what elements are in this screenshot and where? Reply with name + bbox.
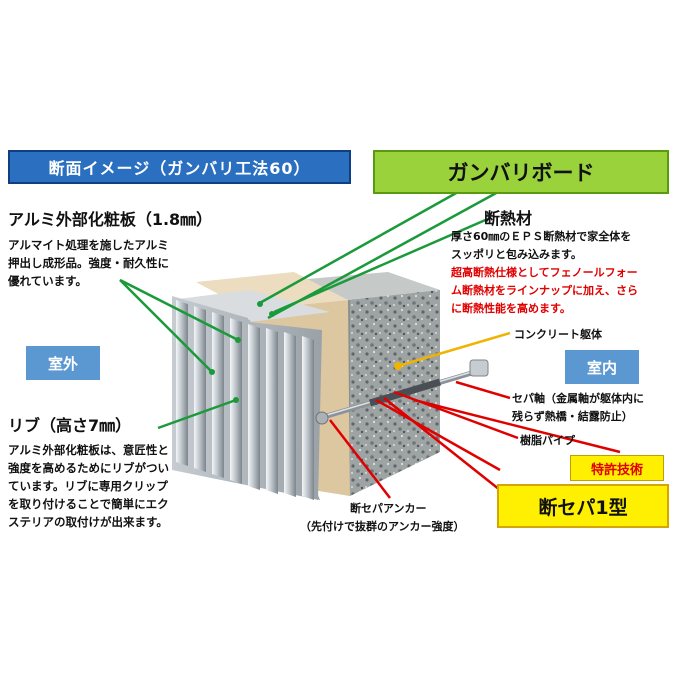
aluminum-description: アルマイト処理を施したアルミ 押出し成形品。強度・耐久性に 優れています。 bbox=[8, 238, 169, 288]
leader-line-orange bbox=[394, 331, 511, 370]
leader-lines-green bbox=[119, 190, 499, 430]
separator-axis-note: セパ軸（金属軸が躯体内に 残らず熱橋・結露防止） bbox=[512, 392, 644, 423]
aluminum-heading: アルミ外部化粧板（1.8㎜） bbox=[8, 210, 213, 229]
concrete-label: コンクリート躯体 bbox=[514, 328, 602, 341]
insulation-heading: 断熱材 bbox=[484, 209, 533, 228]
patent-badge: 特許技術 bbox=[570, 455, 664, 481]
interior-label: 室内 bbox=[565, 350, 639, 384]
section-image-title: 断面イメージ（ガンバリ工法60） bbox=[8, 150, 351, 184]
separator-type-label: 断セパ1型 bbox=[497, 484, 669, 528]
anchor-note: 断セパアンカー （先付けで抜群のアンカー強度） bbox=[300, 502, 465, 533]
resin-pipe-label: 樹脂パイプ bbox=[520, 434, 575, 447]
leader-lines-red bbox=[329, 380, 621, 499]
rib-description: アルミ外部化粧板は、意匠性と 強度を高めるためにリブがつい ています。リブに専用… bbox=[8, 443, 169, 529]
leader-dots-green bbox=[209, 301, 275, 403]
rib-heading: リブ（高さ7㎜） bbox=[8, 416, 132, 435]
board-product-label: ガンバリボード bbox=[373, 150, 669, 194]
exterior-label: 室外 bbox=[26, 346, 100, 380]
insulation-description: 厚さ60㎜のＥＰＳ断熱材で家全体を スッポリと包み込みます。 超高断熱仕様として… bbox=[451, 230, 638, 315]
